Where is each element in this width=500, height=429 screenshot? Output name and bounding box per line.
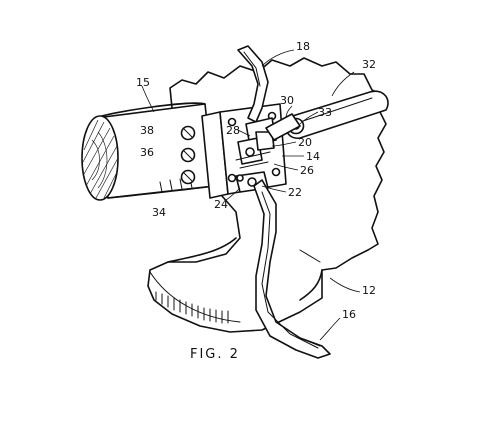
label-14: 14 bbox=[306, 150, 320, 163]
leader-30 bbox=[285, 105, 293, 119]
strap-16 bbox=[253, 179, 331, 359]
leader-18 bbox=[261, 49, 295, 67]
leader-28 bbox=[237, 129, 251, 137]
label-16: 16 bbox=[342, 308, 356, 321]
bolt-36 bbox=[180, 147, 196, 163]
label-22: 22 bbox=[288, 186, 302, 199]
leader-33 bbox=[299, 111, 319, 125]
label-36: 36 bbox=[140, 146, 154, 159]
leader-20 bbox=[271, 141, 297, 147]
reference-labels: 18 32 15 30 33 38 28 20 36 14 26 22 24 3… bbox=[136, 40, 376, 321]
leader-22 bbox=[261, 185, 287, 193]
leader-26 bbox=[273, 163, 299, 171]
label-12: 12 bbox=[362, 284, 376, 297]
label-38: 38 bbox=[140, 124, 154, 137]
label-33: 33 bbox=[318, 106, 332, 119]
lever-32 bbox=[265, 90, 389, 141]
link-arm-30 bbox=[265, 113, 301, 141]
label-20: 20 bbox=[298, 136, 312, 149]
leader-24 bbox=[225, 187, 241, 201]
label-15: 15 bbox=[136, 76, 150, 89]
label-34: 34 bbox=[152, 206, 166, 219]
latch-mechanism bbox=[235, 117, 277, 169]
label-28: 28 bbox=[226, 124, 240, 137]
bolt-38 bbox=[180, 125, 196, 141]
leader-32 bbox=[331, 71, 355, 97]
bolt-34 bbox=[180, 169, 196, 185]
label-18: 18 bbox=[296, 40, 310, 53]
leader-lines bbox=[141, 49, 361, 341]
label-26: 26 bbox=[300, 164, 314, 177]
label-30: 30 bbox=[280, 94, 294, 107]
leader-15 bbox=[141, 85, 155, 113]
leader-12 bbox=[329, 277, 361, 293]
label-24: 24 bbox=[214, 198, 228, 211]
figure-caption: FIG. 2 bbox=[190, 347, 240, 362]
leader-16 bbox=[319, 317, 341, 341]
label-32: 32 bbox=[362, 58, 376, 71]
end-grain-hatching bbox=[82, 119, 119, 199]
